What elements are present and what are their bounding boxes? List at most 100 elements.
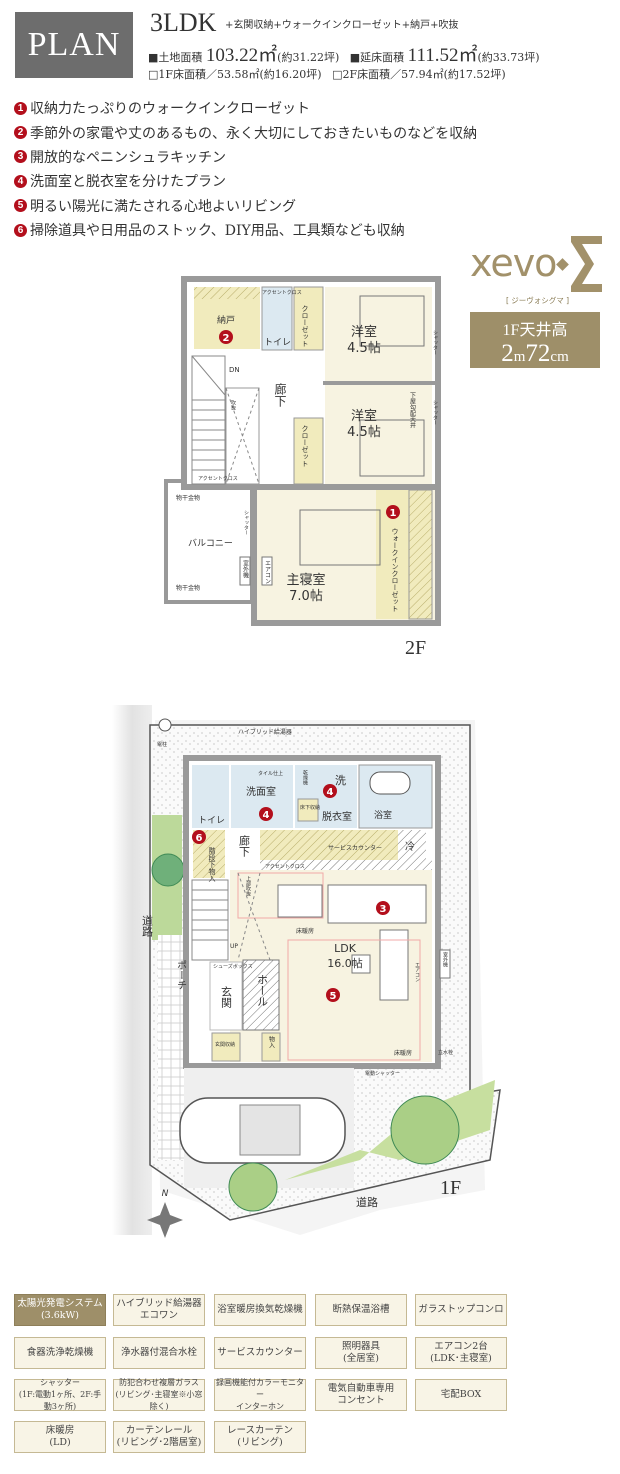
marker-2: 2 xyxy=(223,333,230,344)
label-hall: 廊下 xyxy=(238,834,251,858)
option-item: 太陽光発電システム(3.6kW) xyxy=(14,1294,106,1326)
label-water-heater: ハイブリッド給湯器 xyxy=(238,728,292,736)
entrance-hall xyxy=(242,959,280,1031)
plan-badge: PLAN xyxy=(15,12,133,78)
option-label: 宅配BOX xyxy=(440,1389,482,1400)
option-item: サービスカウンター xyxy=(214,1337,306,1369)
option-label: サービスカウンター xyxy=(217,1347,303,1358)
floor-heating-area xyxy=(287,939,421,1061)
label-western-b-size: 4.5帖 xyxy=(347,425,381,440)
label-ldk-size: 16.0帖 xyxy=(327,957,363,970)
label-dn: DN xyxy=(229,366,240,374)
option-detail: コンセント xyxy=(337,1395,385,1406)
label-road-bottom: 道路 xyxy=(356,1195,378,1209)
option-detail: (全居室) xyxy=(343,1353,379,1364)
accent-wall xyxy=(260,860,432,870)
option-detail: (リビング･主寝室※小窓除く) xyxy=(115,1390,203,1411)
label-storage: 物入 xyxy=(268,1035,275,1048)
sofa xyxy=(379,929,409,1001)
label-utility-pole: 電柱 xyxy=(157,741,167,748)
marker-3: 3 xyxy=(380,904,387,915)
label-entrance: 玄関 xyxy=(220,985,233,1008)
room-western-b xyxy=(325,384,432,484)
ceiling-m-unit: m xyxy=(513,349,526,365)
land-area-label: ■土地面積 xyxy=(148,51,203,64)
feature-text: 収納力たっぷりのウォークインクローゼット xyxy=(30,101,310,118)
option-detail: (LDK･主寝室) xyxy=(430,1353,492,1364)
label-master-size: 7.0帖 xyxy=(289,589,323,604)
layout-extra: +玄関収納+ウォークインクローゼット+納戸+吹抜 xyxy=(225,20,459,31)
label-under-stairs-storage: 階段下物入 xyxy=(208,846,216,882)
option-item: 浄水器付混合水栓 xyxy=(113,1337,205,1369)
label-sloped-ceiling: 下屋勾配天井 xyxy=(409,392,416,429)
feature-number: 1 xyxy=(14,101,27,115)
kitchen-counter xyxy=(327,884,427,924)
option-detail: インターホン xyxy=(236,1402,284,1411)
label-closet-2: クローゼット xyxy=(301,425,309,467)
ceiling-cm: 72 xyxy=(525,340,551,367)
option-item: 照明器具(全居室) xyxy=(315,1337,407,1369)
tree xyxy=(151,853,185,887)
ceiling-height-badge: 1F天井高 2m72cm xyxy=(470,312,600,368)
option-detail: エコワン xyxy=(139,1310,178,1321)
label-underfloor-storage: 床下収納 xyxy=(300,804,320,811)
fridge-space xyxy=(398,830,426,860)
wic-shelf xyxy=(408,489,433,620)
f1-area: □1F床面積／53.58㎡(約16.20坪) xyxy=(148,68,322,81)
stairs xyxy=(191,879,229,961)
option-label: カーテンレール xyxy=(125,1425,193,1436)
floor-area-row: □1F床面積／53.58㎡(約16.20坪) □2F床面積／57.94㎡(約17… xyxy=(148,66,506,82)
option-detail: (1F:電動1ヶ所、2F:手動3ヶ所) xyxy=(18,1390,102,1411)
xevo-sigma-logo: xevo xyxy=(470,236,602,292)
option-item: 電気自動車専用コンセント xyxy=(315,1379,407,1411)
option-label: 防犯合わせ複層ガラス xyxy=(119,1378,199,1387)
label-ldk: LDK xyxy=(334,942,357,955)
label-toilet: トイレ xyxy=(264,338,291,348)
label-outdoor-unit: 室外機 xyxy=(442,951,448,968)
tree xyxy=(228,1162,278,1212)
floor-label-1f: 1F xyxy=(440,1177,461,1199)
option-item: カーテンレール(リビング･2階居室) xyxy=(113,1421,205,1453)
floor-plan-2f: 納戸 2 アクセントクロス トイレ クローゼット クローゼット 洋室 4.5帖 … xyxy=(164,276,441,659)
label-western-a-size: 4.5帖 xyxy=(347,341,381,356)
option-label: 太陽光発電システム xyxy=(17,1298,103,1309)
label-western-b: 洋室 xyxy=(351,408,377,424)
option-label: 断熱保温浴槽 xyxy=(332,1304,390,1315)
marker-4: 4 xyxy=(263,810,270,821)
label-washroom: 洗面室 xyxy=(246,785,276,798)
floor-heating-area-2 xyxy=(237,872,324,919)
label-road-left: 道路 xyxy=(141,914,154,938)
feature-text: 洗面室と脱衣室を分けたプラン xyxy=(30,174,226,191)
option-label: 浄水器付混合水栓 xyxy=(120,1347,197,1358)
label-storage: 納戸 xyxy=(217,314,235,326)
floor-area-tsubo: (約33.73坪) xyxy=(477,51,540,64)
marker-1: 1 xyxy=(390,508,397,519)
label-porch: ポーチ xyxy=(175,960,187,990)
logo-wordmark: xevo xyxy=(470,241,556,285)
entrance-storage xyxy=(211,1032,241,1062)
label-western-a: 洋室 xyxy=(351,324,377,340)
feature-text: 季節外の家電や丈のあるもの、永く大切にしておきたいものなどを収納 xyxy=(30,125,478,142)
compass-icon: N xyxy=(147,1189,183,1238)
label-aircon: エアコン xyxy=(414,962,420,982)
label-shoe-box: シューズボックス xyxy=(213,963,253,970)
service-counter xyxy=(260,830,425,860)
option-item: シャッター (1F:電動1ヶ所、2F:手動3ヶ所) xyxy=(14,1378,106,1411)
option-detail: (LD) xyxy=(49,1437,71,1448)
feature-number: 6 xyxy=(14,223,27,237)
ceiling-value: 2m72cm xyxy=(470,340,600,371)
option-label: シャッター xyxy=(40,1378,80,1387)
dining-table xyxy=(277,884,323,918)
car-roof xyxy=(239,1104,301,1156)
label-dryer: 乾燥機 xyxy=(302,769,308,786)
label-drying-hardware-2: 物干金物 xyxy=(176,584,200,592)
label-shutter-3: シャッター xyxy=(243,510,249,535)
bed xyxy=(299,509,381,566)
tree xyxy=(390,1095,460,1165)
feature-text: 明るい陽光に満たされる心地よいリビング xyxy=(30,198,296,215)
label-entrance-hall: ホール xyxy=(256,974,269,1007)
